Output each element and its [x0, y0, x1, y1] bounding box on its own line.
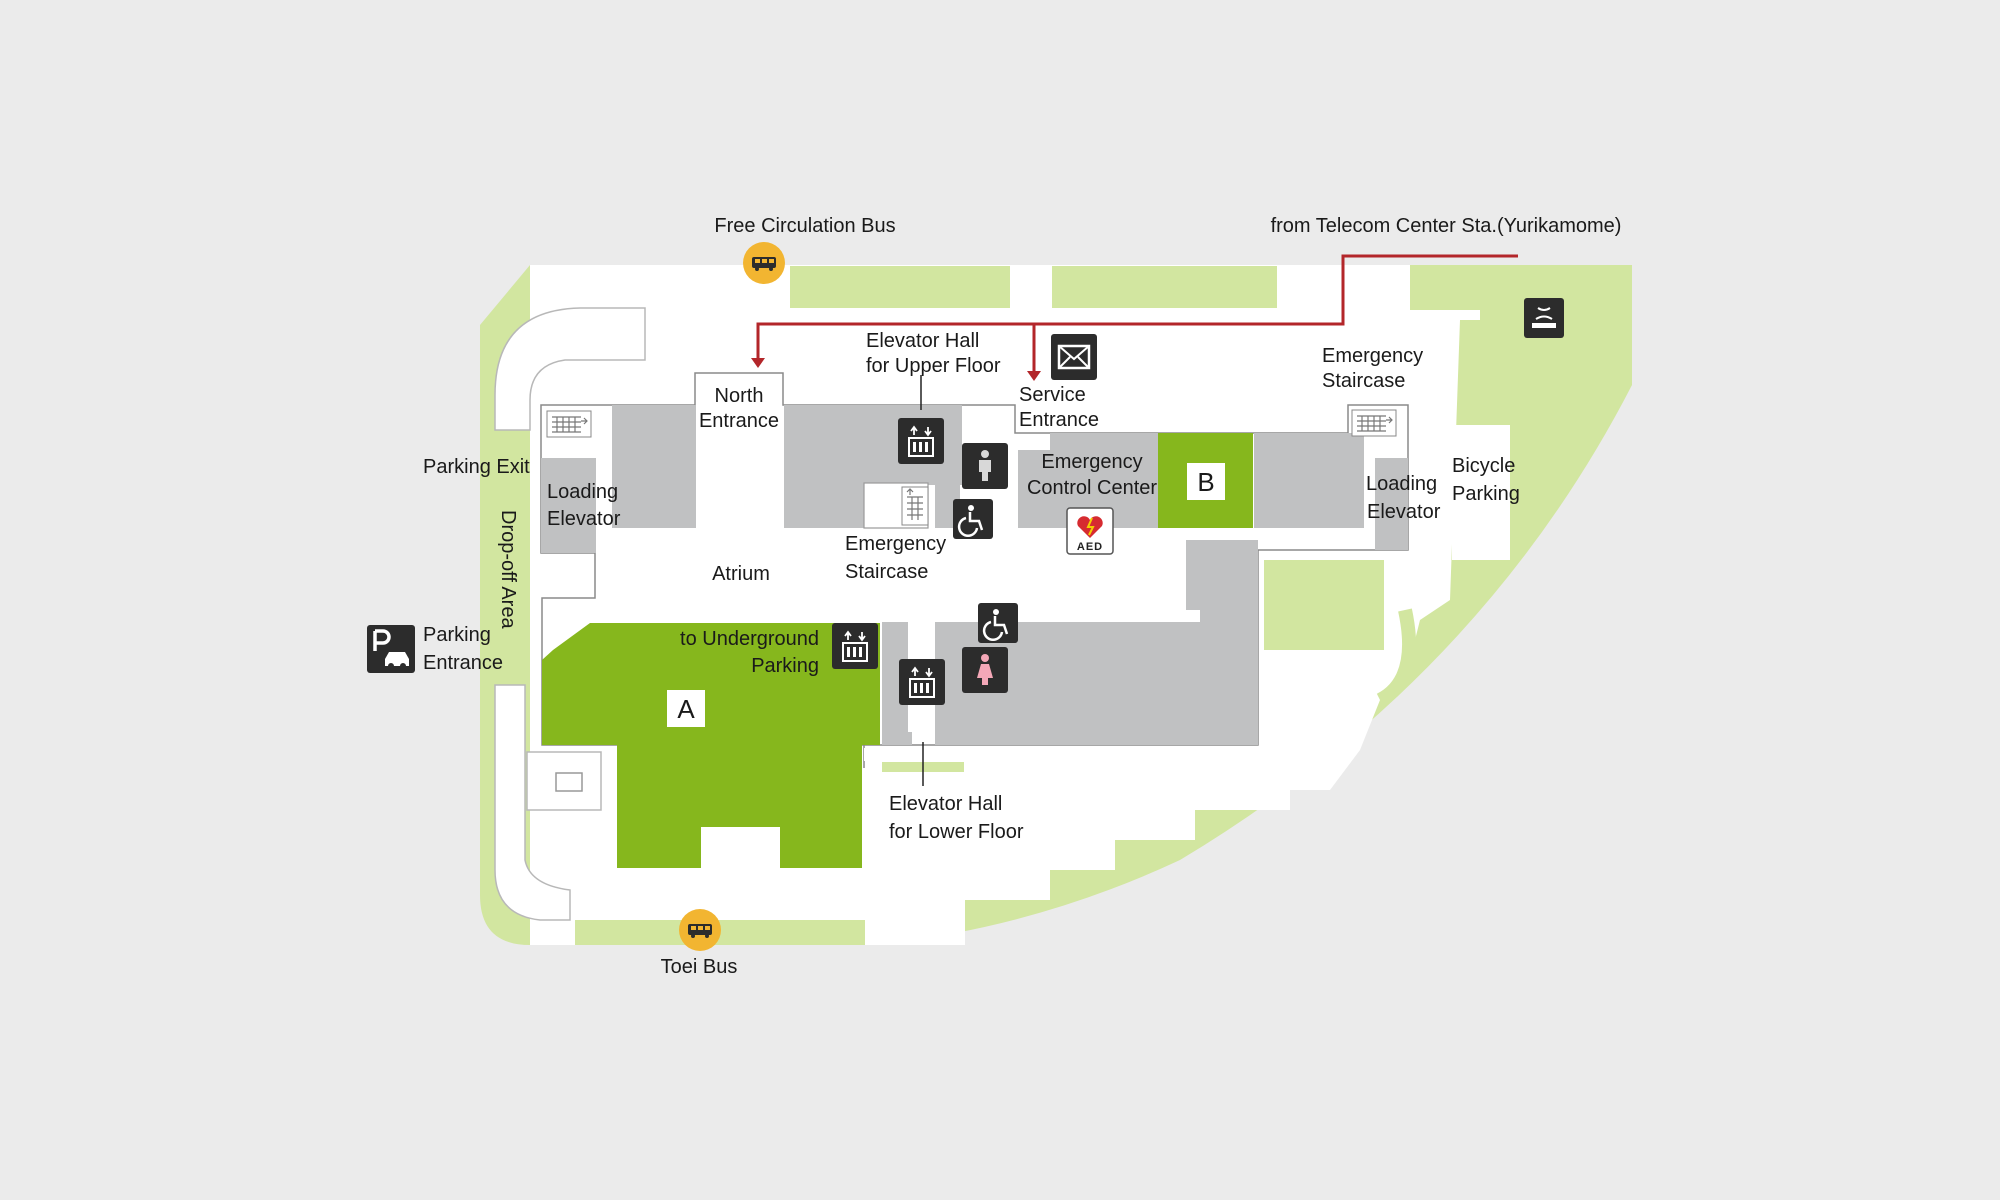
free-circulation-bus-label: Free Circulation Bus — [714, 215, 895, 237]
stairs-icon — [901, 486, 929, 526]
emergency-staircase-ne-label: Emergency — [1322, 345, 1423, 367]
accessible-restroom-icon — [953, 499, 993, 539]
parking-entrance-label-2: Entrance — [423, 652, 503, 674]
elevator-icon — [832, 623, 878, 669]
stairs-icon — [1351, 409, 1397, 437]
bicycle-parking-label-2: Parking — [1452, 483, 1520, 505]
elevator-icon — [899, 659, 945, 705]
emergency-staircase-ne-label-2: Staircase — [1322, 370, 1405, 392]
loading-elevator-east-label: Loading — [1366, 473, 1437, 495]
route-from-telecom — [751, 254, 1518, 381]
zone-a-marker — [667, 690, 705, 727]
north-entrance-label-2: Entrance — [699, 410, 779, 432]
elevator-hall-upper-label: Elevator Hall — [866, 330, 979, 352]
from-telecom-label: from Telecom Center Sta.(Yurikamome) — [1271, 215, 1622, 237]
toei-bus-label: Toei Bus — [661, 956, 738, 978]
to-underground-parking-label: to Underground — [680, 628, 819, 650]
emergency-control-label: Emergency — [1041, 451, 1142, 473]
loading-elevator-west-label: Loading — [547, 481, 618, 503]
atrium-label: Atrium — [712, 563, 770, 585]
aed-label: AED — [1077, 541, 1103, 553]
female-restroom-icon — [962, 647, 1008, 693]
bus-icon — [743, 242, 785, 284]
zone-a-label: A — [677, 694, 695, 724]
emergency-control-label-2: Control Center — [1027, 477, 1157, 499]
bus-icon — [679, 909, 721, 951]
elevator-icon — [898, 418, 944, 464]
zone-b-marker — [1187, 463, 1225, 500]
parking-entrance-label: Parking — [423, 624, 491, 646]
north-entrance-label: North — [715, 385, 764, 407]
drop-off-area-label: Drop-off Area — [497, 510, 519, 629]
bicycle-parking-label: Bicycle — [1452, 455, 1515, 477]
parking-icon — [367, 625, 415, 673]
parking-exit-label: Parking Exit — [423, 456, 530, 478]
room-loading-west — [541, 458, 596, 553]
elevator-hall-lower-label: Elevator Hall — [889, 793, 1002, 815]
service-entrance-label: Service — [1019, 384, 1086, 406]
emergency-staircase-center-label: Emergency — [845, 533, 946, 555]
emergency-staircase-center-label-2: Staircase — [845, 561, 928, 583]
loading-elevator-west-label-2: Elevator — [547, 508, 621, 530]
service-entrance-label-2: Entrance — [1019, 409, 1099, 431]
elevator-hall-lower-label-2: for Lower Floor — [889, 821, 1024, 843]
aed-icon: AED — [1066, 507, 1114, 555]
mail-icon — [1051, 334, 1097, 380]
smoking-area-icon — [1524, 298, 1564, 338]
stairs-icon — [546, 410, 592, 438]
zone-a — [542, 623, 880, 868]
accessible-restroom-icon — [978, 603, 1018, 643]
loading-elevator-east-label-2: Elevator — [1367, 501, 1441, 523]
to-underground-parking-label-2: Parking — [751, 655, 819, 677]
male-restroom-icon — [962, 443, 1008, 489]
zone-b-label: B — [1197, 467, 1214, 497]
elevator-hall-upper-label-2: for Upper Floor — [866, 355, 1001, 377]
